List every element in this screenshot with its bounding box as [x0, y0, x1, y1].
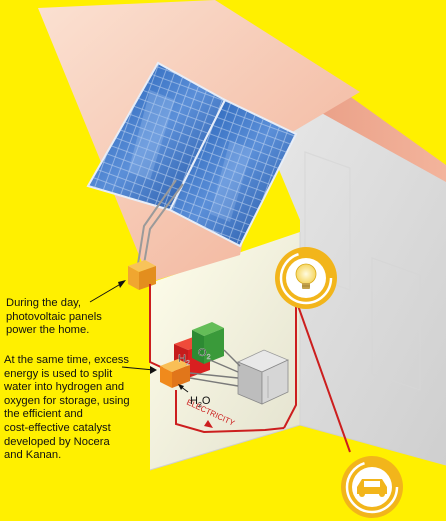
panel-conduit — [137, 179, 184, 265]
gas-pipes — [189, 349, 241, 387]
oxygen-tank — [192, 322, 224, 364]
window-right — [371, 257, 421, 391]
caption-pointers — [89, 281, 155, 371]
car-icon — [341, 456, 403, 518]
light-bulb-icon — [275, 247, 337, 309]
window-back — [304, 151, 351, 291]
solar-panels — [86, 61, 298, 248]
electricity-arrow — [204, 420, 213, 428]
storage-cabinet — [237, 349, 289, 405]
electric-wiring — [149, 284, 351, 453]
daytime-caption: During the day, photovoltaic panels powe… — [6, 297, 102, 337]
junction-box — [128, 260, 156, 290]
hydrogen-label: H2 — [178, 353, 190, 367]
water-label: H2O — [190, 395, 211, 409]
storage-caption: At the same time, excess energy is used … — [4, 354, 130, 462]
oxygen-label: O2 — [198, 347, 211, 361]
electrolyzer — [160, 359, 190, 388]
